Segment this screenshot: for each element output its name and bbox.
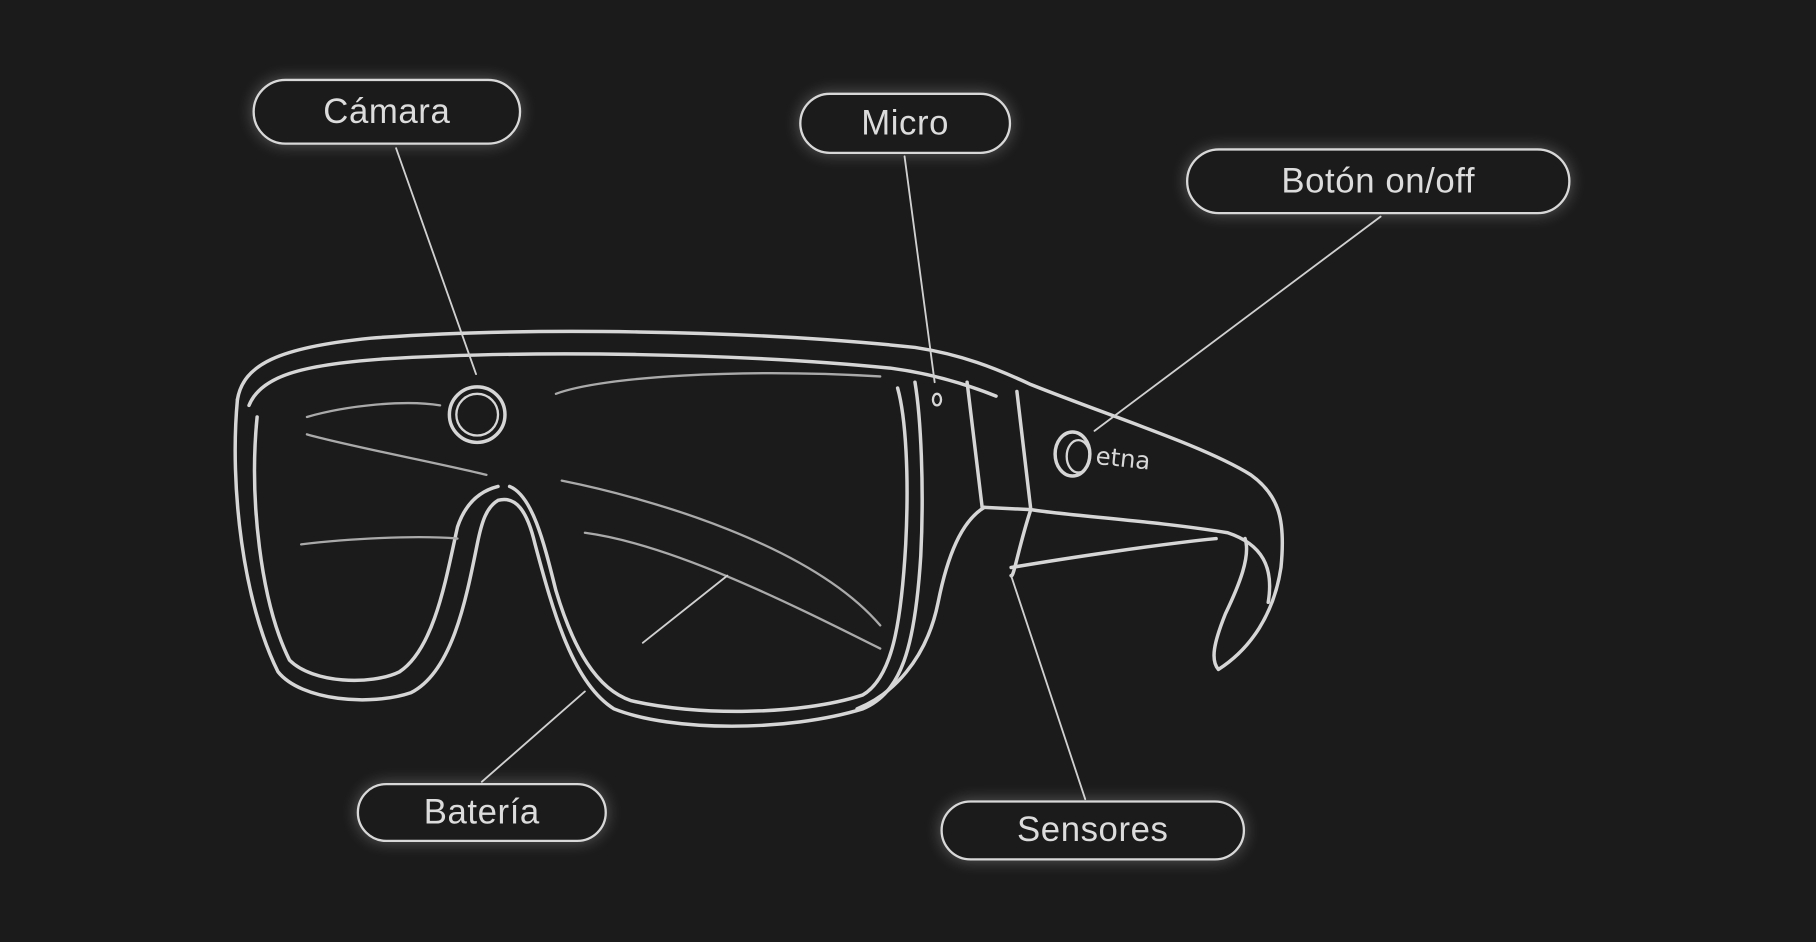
label-sensors: Sensores xyxy=(940,800,1246,861)
brand-logo: etna xyxy=(1094,441,1152,476)
label-power-button: Botón on/off xyxy=(1185,148,1571,215)
frame-top xyxy=(235,329,1285,672)
sensors-leader-line xyxy=(1010,574,1087,801)
micro-hole-icon xyxy=(931,392,943,407)
label-micro: Micro xyxy=(799,92,1012,155)
micro-leader-line xyxy=(903,155,936,384)
camera-lens-icon xyxy=(447,385,507,445)
hinge xyxy=(965,380,1272,605)
frame-top-inner xyxy=(247,352,998,408)
frame-inner-right xyxy=(507,386,909,714)
camera-leader-line xyxy=(395,147,477,376)
battery-leader-line xyxy=(480,690,586,783)
label-camera: Cámara xyxy=(252,78,522,145)
frame-inner-left xyxy=(252,415,500,683)
power-leader-line xyxy=(1093,215,1382,432)
frame-left-lens xyxy=(233,380,924,728)
label-battery: Batería xyxy=(356,782,607,843)
